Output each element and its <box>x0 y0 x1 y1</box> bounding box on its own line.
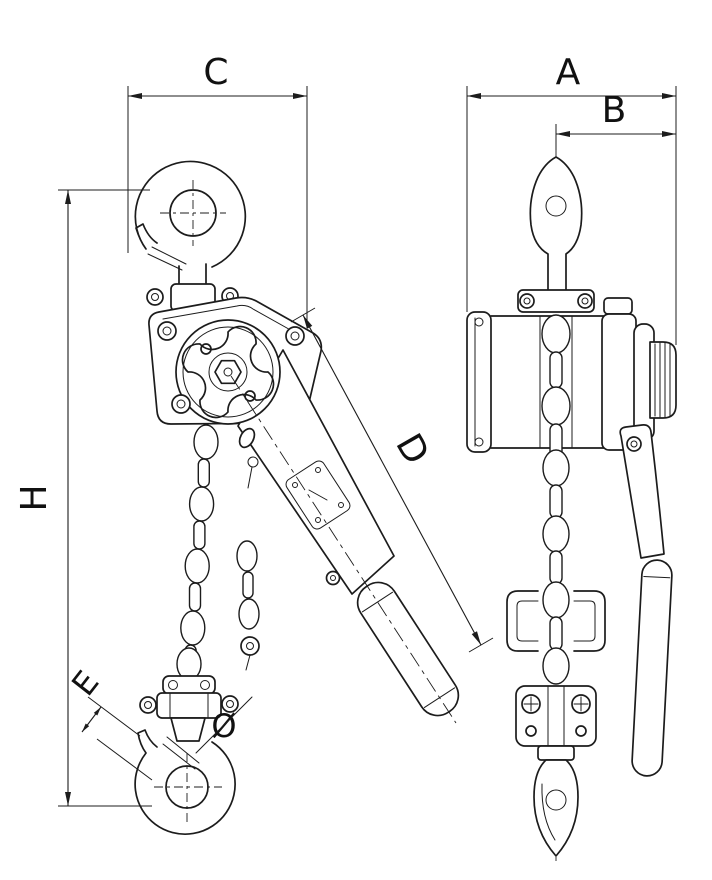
dimension-a-label: A <box>556 52 581 93</box>
hub-hex-nut <box>214 359 242 385</box>
dimension-e: E <box>64 664 153 781</box>
lower-chain-side <box>542 581 570 685</box>
bottom-hook-latch <box>162 736 200 770</box>
dimension-e-label: E <box>64 664 106 703</box>
top-hook-front <box>134 160 247 289</box>
ratchet-hub <box>175 319 281 425</box>
dimension-h-label: H <box>14 484 55 511</box>
dimension-d-label: D <box>387 427 436 472</box>
diameter-slash <box>195 696 253 754</box>
bottom-hook-assembly-front <box>134 647 239 835</box>
dimension-h: H <box>14 189 152 807</box>
bottom-hook-front <box>134 729 236 835</box>
side-view <box>466 146 677 864</box>
suspension-bracket-side <box>517 289 595 313</box>
slack-chain <box>236 540 260 671</box>
load-chain-side <box>541 314 571 585</box>
lever-handle-side <box>619 424 673 777</box>
dimension-c: C <box>127 52 308 328</box>
lever-centerline <box>230 375 457 724</box>
top-hook-latch <box>147 246 187 271</box>
bottom-hook-side <box>533 745 579 857</box>
body-bolts <box>157 321 305 414</box>
dimension-diameter: Ø <box>195 696 253 754</box>
dimension-b-label: B <box>602 90 627 131</box>
freewheel-knob <box>649 341 677 419</box>
lever-grip-front <box>356 581 460 717</box>
diameter-symbol-label: Ø <box>211 707 236 745</box>
dimension-c-label: C <box>203 52 228 93</box>
lever-grip-side <box>631 559 673 777</box>
selector-pin <box>238 427 259 489</box>
front-view <box>134 160 460 835</box>
chain-guide-brackets <box>506 590 606 652</box>
bottom-block-side <box>515 685 597 747</box>
top-hook-side <box>529 156 583 293</box>
load-chain-front <box>180 424 219 674</box>
dimension-a: A <box>466 52 677 345</box>
dimension-b: B <box>555 90 676 150</box>
